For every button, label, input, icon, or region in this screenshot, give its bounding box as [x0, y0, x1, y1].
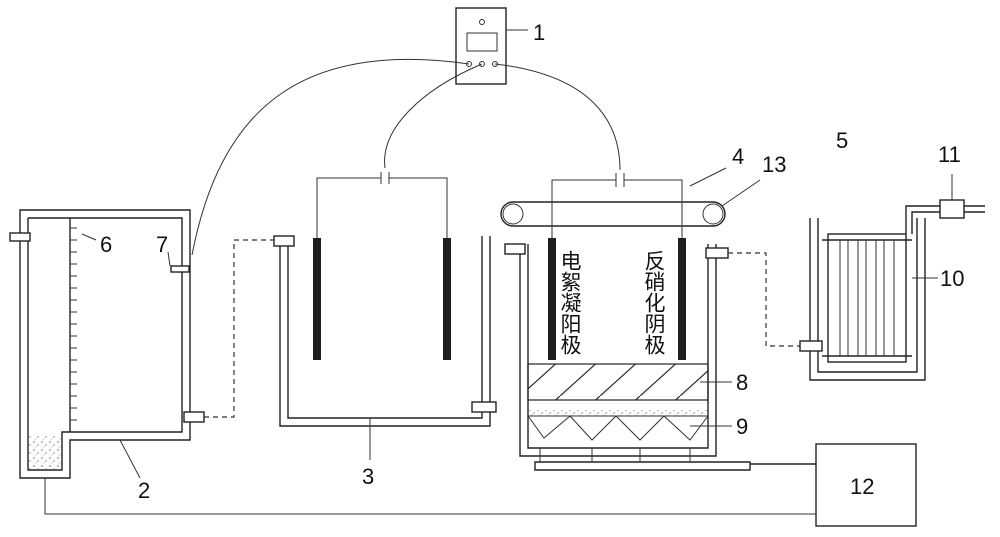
label-13: 13	[762, 152, 786, 177]
label-2: 2	[138, 478, 150, 503]
inlet-port-5	[799, 340, 823, 352]
label-7: 7	[156, 232, 168, 257]
display-screen	[466, 32, 498, 52]
cathode-plate	[678, 238, 686, 360]
conveyor-roller	[702, 203, 724, 225]
sludge-hoppers	[527, 410, 709, 441]
pump-11	[939, 199, 965, 219]
label-8: 8	[736, 370, 748, 395]
part-labels: 1 2 3 4 5 6 7 8 9 10 11 12 13	[100, 20, 964, 503]
tank-2	[9, 209, 205, 479]
label-4: 4	[732, 144, 744, 169]
power-wires	[191, 58, 621, 256]
outlet-port-3	[471, 401, 497, 413]
inlet-port-3	[273, 235, 295, 247]
filter-layer	[527, 363, 709, 401]
tank-3	[273, 172, 497, 427]
sludge-unit-12	[815, 443, 917, 527]
anode-plate	[548, 238, 556, 360]
anode-label: 电絮凝阳极	[558, 250, 582, 355]
outlet-port-4	[705, 247, 729, 259]
outlet-port	[183, 411, 205, 423]
label-11: 11	[938, 142, 961, 167]
label-3: 3	[362, 464, 374, 489]
pipe-4-5	[728, 252, 800, 347]
label-10: 10	[940, 266, 964, 291]
pipe-2-3	[204, 239, 274, 418]
label-1: 1	[533, 20, 545, 45]
electrode-3-right	[443, 238, 451, 360]
conveyor-belt	[500, 201, 726, 227]
power-supply	[455, 7, 528, 85]
membrane-module	[822, 233, 912, 363]
sensor-7	[170, 265, 190, 273]
inlet-port-4	[504, 243, 526, 255]
reactor-4	[500, 173, 751, 471]
label-12: 12	[850, 474, 874, 499]
cathode-label: 反硝化阴极	[642, 250, 666, 355]
electrode-3-left	[313, 238, 321, 360]
leader-lines	[81, 167, 938, 479]
label-9: 9	[736, 414, 748, 439]
return-line	[44, 478, 816, 515]
label-5: 5	[836, 128, 848, 153]
membrane-tank-5	[799, 174, 985, 381]
inlet-port	[9, 232, 31, 242]
label-6: 6	[100, 232, 112, 257]
